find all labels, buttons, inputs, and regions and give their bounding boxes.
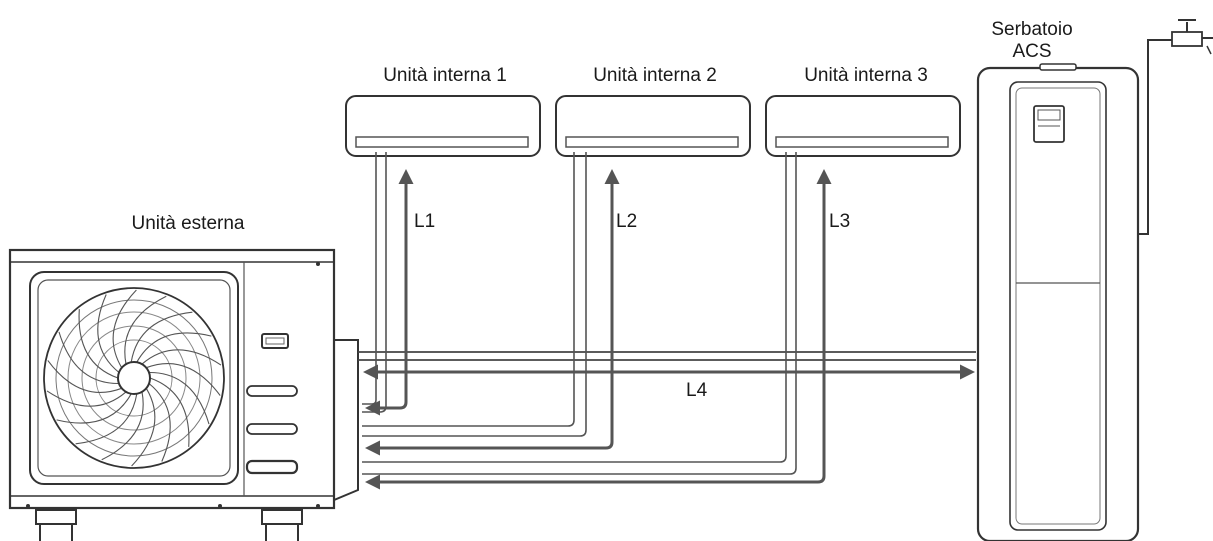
fan-blade [146, 363, 221, 396]
indoor-unit-1-label: Unità interna 1 [383, 65, 507, 86]
outdoor-unit-label: Unità esterna [131, 213, 244, 234]
fan-blade [149, 377, 190, 447]
fan-blade [75, 393, 138, 445]
indoor-unit-3 [765, 95, 961, 157]
indoor-unit-2 [555, 95, 751, 157]
fan-blade [131, 388, 156, 467]
pipe-network [358, 152, 976, 490]
fan-blade [130, 311, 193, 363]
tank-label-line1: Serbatoio [991, 19, 1072, 40]
faucet-icon [1171, 19, 1213, 55]
fan-blade [148, 383, 171, 462]
fan-icon [43, 287, 225, 469]
pipe-label-l3: L3 [829, 211, 850, 232]
pipe-label-l2: L2 [616, 211, 637, 232]
fan-blade [46, 390, 127, 407]
indoor-unit-2-label: Unità interna 2 [593, 65, 717, 86]
fan-blade [112, 289, 137, 368]
pipe-label-l1: L1 [414, 211, 435, 232]
fan-blade [148, 371, 210, 425]
fan-blade [136, 332, 212, 363]
fan-blade [47, 360, 122, 393]
fan-blade [97, 294, 120, 373]
outdoor-unit [8, 248, 359, 541]
fan-blade [56, 393, 132, 424]
dhw-tank [976, 19, 1213, 541]
fan-blade [101, 391, 144, 461]
fan-blade [58, 331, 120, 385]
fan-blade [124, 295, 167, 365]
tank-label-line2: ACS [1012, 41, 1051, 62]
indoor-unit-3-label: Unità interna 3 [804, 65, 928, 86]
fan-blade [141, 349, 222, 366]
fan-blade [78, 309, 119, 379]
indoor-unit-1 [345, 95, 541, 157]
pipe-label-l4: L4 [686, 380, 708, 401]
